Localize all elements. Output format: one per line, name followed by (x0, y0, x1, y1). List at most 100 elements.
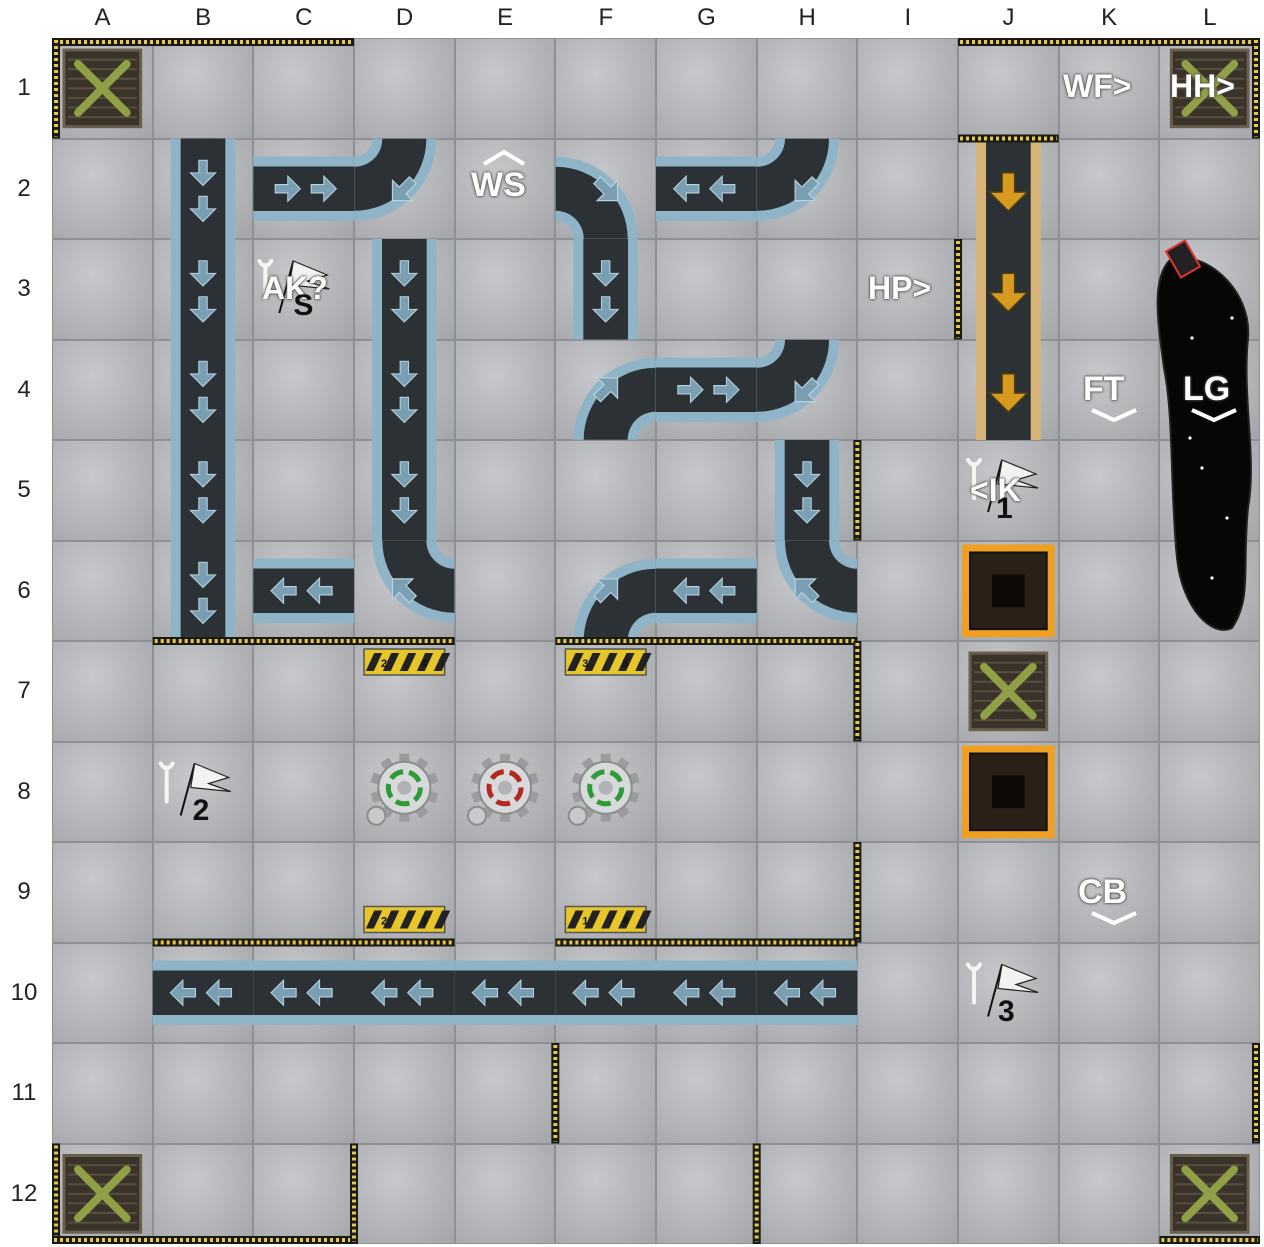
row-label: 12 (0, 1180, 48, 1208)
belt-surface (153, 971, 254, 1016)
belt-surface (555, 971, 656, 1016)
wall (52, 38, 354, 46)
column-label: C (253, 4, 354, 32)
wall (753, 1144, 761, 1245)
row-label: 8 (0, 778, 48, 806)
conveyor-belt (372, 340, 437, 441)
belt-surface (757, 971, 858, 1016)
star-dot (1210, 576, 1213, 579)
conveyor-belt-corner (775, 541, 857, 623)
pusher-register-label: 1 (582, 916, 588, 928)
conveyor-belt-corner (757, 139, 839, 221)
wall (52, 1236, 354, 1244)
belt-surface (181, 139, 226, 240)
belt-surface (785, 541, 857, 613)
chevron-down-icon (1092, 913, 1136, 923)
wall (52, 1144, 60, 1245)
column-label: E (455, 4, 556, 32)
gear-icon (468, 754, 539, 825)
pusher: 14 (565, 907, 651, 933)
flag-cloth (998, 965, 1038, 993)
gear-icon (367, 754, 438, 825)
row-label: 4 (0, 376, 48, 404)
conveyor-belt (656, 157, 757, 222)
belt-surface (583, 239, 628, 340)
row-label: 9 (0, 878, 48, 906)
row-label: 6 (0, 577, 48, 605)
belt-surface (382, 340, 427, 441)
pusher-register-label: 4 (421, 658, 428, 670)
belt-surface (181, 340, 226, 441)
conveyor-belt (253, 961, 354, 1026)
conveyor-belt-corner (757, 340, 839, 422)
board-label-cb: CB (1078, 873, 1127, 912)
column-label: G (656, 4, 757, 32)
conveyor-belt (171, 139, 236, 240)
column-label: F (555, 4, 656, 32)
column-label: K (1059, 4, 1160, 32)
pusher-register-label: 3 (582, 658, 588, 670)
pusher-register-label: 5 (622, 658, 628, 670)
wall (958, 135, 1059, 143)
wall (52, 38, 60, 139)
belt-surface (757, 340, 829, 412)
row-label: 7 (0, 677, 48, 705)
belt-surface (181, 239, 226, 340)
conveyor-belt (354, 961, 455, 1026)
conveyor-belt (573, 239, 638, 340)
belt-surface (382, 440, 427, 541)
board-label-ws: WS (471, 166, 526, 205)
belt-surface (656, 167, 757, 212)
conveyor-belt (253, 157, 354, 222)
express-conveyor-belt (976, 340, 1041, 441)
belt-surface (354, 971, 455, 1016)
conveyor-belt (757, 961, 858, 1026)
wall (1252, 38, 1260, 139)
belt-surface (556, 167, 628, 239)
wall (853, 440, 861, 541)
repair-site (1171, 1156, 1248, 1233)
wall (153, 637, 455, 645)
conveyor-belt (775, 440, 840, 541)
board-label-hp: HP> (868, 270, 931, 307)
wall (555, 939, 857, 947)
row-label: 10 (0, 979, 48, 1007)
gear-hub (397, 781, 411, 795)
small-gear-icon (468, 807, 486, 825)
belt-surface (253, 569, 354, 614)
belt-surface (584, 569, 656, 641)
repair-site (64, 1156, 141, 1233)
board-label-lg: LG (1183, 370, 1230, 409)
checkpoint-number: S (293, 289, 313, 323)
checkpoint-number: 2 (193, 794, 210, 828)
column-label: L (1159, 4, 1260, 32)
conveyor-belt (455, 961, 556, 1026)
express-conveyor-belt (976, 239, 1041, 340)
express-conveyor-belt (976, 139, 1041, 240)
board-label-wf: WF> (1063, 68, 1131, 105)
pusher: 35 (565, 649, 651, 675)
belt-surface (382, 239, 427, 340)
column-label: A (52, 4, 153, 32)
belt-surface (656, 368, 757, 413)
column-label: B (153, 4, 254, 32)
row-label: 3 (0, 275, 48, 303)
conveyor-belt (372, 440, 437, 541)
belt-surface (656, 971, 757, 1016)
wrench-icon (968, 965, 980, 1003)
pusher-register-label: 4 (622, 916, 629, 928)
gear-hub (599, 781, 613, 795)
wall (954, 239, 962, 340)
conveyor-belt-corner (574, 559, 656, 641)
chevron-up-icon (484, 152, 524, 164)
row-label: 5 (0, 476, 48, 504)
flag-cloth (191, 764, 231, 792)
wall (1159, 1236, 1260, 1244)
conveyor-belt-corner (372, 541, 454, 623)
star-dot (1225, 516, 1228, 519)
belt-surface (354, 139, 426, 211)
belt-surface (757, 139, 829, 211)
pusher-register-label: 3 (421, 916, 427, 928)
